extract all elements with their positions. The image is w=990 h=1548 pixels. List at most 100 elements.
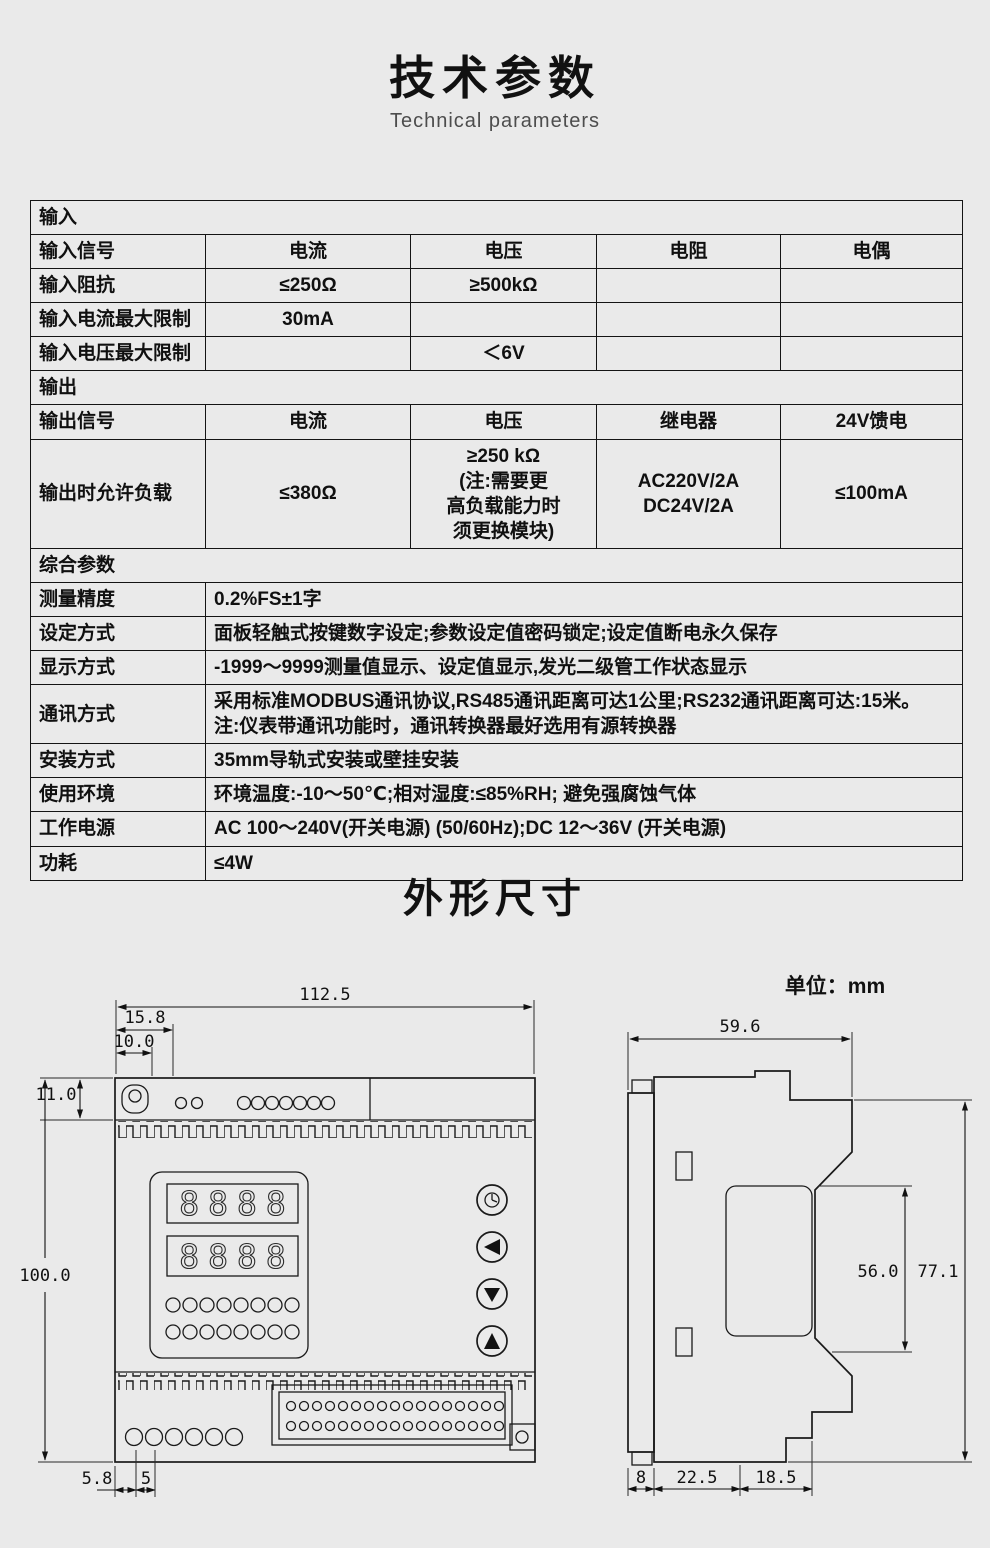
dim-label: 15.8 (125, 1008, 166, 1028)
cell: ≤250Ω (205, 268, 411, 304)
empty-cell (779, 268, 964, 304)
cell: 35mm导轨式安装或壁挂安装 (204, 743, 964, 779)
up-button (476, 1325, 508, 1357)
front-view-drawing: 8888 8888 (19, 985, 536, 1497)
cell: 电偶 (779, 234, 964, 270)
dim-front-15-8: 15.8 (116, 1008, 174, 1076)
bottom-terminal-strip (124, 1384, 536, 1451)
cell: ≤4W (204, 845, 964, 881)
row-label: 工作电源 (30, 811, 206, 847)
button-column (476, 1184, 508, 1357)
seven-segment-display-2 (166, 1235, 299, 1277)
clock-icon (484, 1192, 500, 1208)
dim-front-11-0: 11.0 (36, 1077, 113, 1121)
table-row: 输出信号 电流 电压 继电器 24V馈电 (30, 404, 964, 440)
cell: 采用标准MODBUS通讯协议,RS485通讯距离可达1公里;RS232通讯距离可… (204, 684, 964, 745)
row-label: 测量精度 (30, 581, 206, 618)
dim-label: 5.8 (82, 1469, 113, 1489)
top-terminal-strip (121, 1084, 336, 1114)
led-row-1 (165, 1297, 300, 1313)
row-label: 输入阻抗 (30, 268, 206, 304)
din-rail-slot (725, 1185, 813, 1337)
table-row: 显示方式 -1999～9999测量值显示、设定值显示,发光二级管工作状态显示 (30, 650, 964, 686)
cell: 0.2%FS±1字 (204, 581, 964, 618)
row-label: 输出信号 (30, 404, 206, 440)
table-row: 输出时允许负载 ≤380Ω ≥250 kΩ (注:需要更 高负载能力时 须更换模… (30, 438, 964, 549)
cell: AC 100～240V(开关电源) (50/60Hz);DC 12～36V (开… (204, 811, 964, 847)
row-label: 功耗 (30, 845, 206, 881)
table-row: 测量精度 0.2%FS±1字 (30, 581, 964, 618)
table-row: 输入电压最大限制 ＜6V (30, 336, 964, 372)
table-row: 设定方式 面板轻触式按键数字设定;参数设定值密码锁定;设定值断电永久保存 (30, 616, 964, 652)
cell: 环境温度:-10～50℃;相对湿度:≤85%RH; 避免强腐蚀气体 (204, 777, 964, 813)
section-output: 输出 (29, 370, 964, 406)
cell: 24V馈电 (779, 404, 964, 440)
dim-label: 18.5 (756, 1468, 797, 1488)
empty-cell (596, 336, 781, 372)
cell: 电流 (205, 404, 411, 440)
cell: 电阻 (596, 234, 781, 270)
cell: 30mA (205, 302, 411, 338)
table-row: 工作电源 AC 100～240V(开关电源) (50/60Hz);DC 12～3… (30, 811, 964, 847)
dim-label: 10.0 (114, 1032, 155, 1052)
display-panel: 8888 8888 (149, 1171, 309, 1359)
left-arrow-icon (484, 1239, 500, 1255)
empty-cell (205, 336, 411, 372)
empty-cell (410, 302, 597, 338)
connector-block (271, 1384, 513, 1446)
row-label: 通讯方式 (30, 684, 206, 745)
shift-button (476, 1231, 508, 1263)
heatsink-fins-top (118, 1121, 532, 1138)
cell: ≥500kΩ (410, 268, 597, 304)
row-label: 显示方式 (30, 650, 206, 686)
spec-table: 输入 输入信号 电流 电压 电阻 电偶 输入阻抗 ≤250Ω ≥500kΩ 输入… (29, 199, 964, 881)
table-row: 输入电流最大限制 30mA (30, 302, 964, 338)
set-button (476, 1184, 508, 1216)
empty-cell (779, 336, 964, 372)
table-row: 安装方式 35mm导轨式安装或壁挂安装 (30, 743, 964, 779)
dim-label: 5 (141, 1469, 151, 1489)
cell: ≤100mA (779, 438, 964, 549)
page-subtitle: Technical parameters (389, 110, 601, 132)
row-label: 输入电流最大限制 (30, 302, 206, 338)
led-row-2 (165, 1324, 300, 1340)
dim-label: 59.6 (720, 1017, 761, 1037)
cell: 面板轻触式按键数字设定;参数设定值密码锁定;设定值断电永久保存 (204, 616, 964, 652)
row-label: 输入信号 (30, 234, 206, 270)
dim-side-56: 56.0 (818, 1185, 912, 1353)
display-2-digits: 8888 (179, 1237, 294, 1276)
side-view-drawing: 59.6 56.0 77.1 8 (627, 1017, 972, 1496)
connector-pins-row-1 (285, 1400, 505, 1412)
section-general: 综合参数 (29, 547, 964, 583)
cell: ≤380Ω (205, 438, 411, 549)
cell: AC220V/2A DC24V/2A (596, 438, 781, 549)
display-1-digits: 8888 (179, 1184, 294, 1223)
dim-side-77: 77.1 (788, 1099, 972, 1463)
section-input: 输入 (29, 199, 964, 236)
up-arrow-icon (484, 1333, 500, 1349)
dim-front-height: 100.0 (19, 1079, 113, 1463)
row-label: 输出时允许负载 (30, 438, 206, 549)
dim-label: 77.1 (918, 1262, 959, 1282)
dim-front-10-0: 10.0 (114, 1032, 155, 1076)
down-button (476, 1278, 508, 1310)
page-header: 技术参数 Technical parameters (0, 42, 990, 133)
cell: ＜6V (410, 336, 597, 372)
dimension-drawings: 单位：mm 8888 8888 (19, 974, 972, 1497)
empty-cell (779, 302, 964, 338)
cell: ≥250 kΩ (注:需要更 高负载能力时 须更换模块) (410, 438, 597, 549)
cell: -1999～9999测量值显示、设定值显示,发光二级管工作状态显示 (204, 650, 964, 686)
table-row: 输入信号 电流 电压 电阻 电偶 (30, 234, 964, 270)
dim-side-width: 59.6 (627, 1017, 853, 1097)
dim-front-5-8-and-5: 5.8 5 (82, 1450, 156, 1497)
front-panel-edge (627, 1092, 655, 1453)
dim-label: 100.0 (19, 1266, 70, 1286)
dim-side-bottom: 8 22.5 18.5 (627, 1441, 813, 1496)
dim-label: 112.5 (299, 985, 350, 1005)
seven-segment-display-1 (166, 1183, 299, 1224)
down-arrow-icon (484, 1288, 500, 1302)
heatsink-fins-bottom (118, 1373, 532, 1390)
dim-label: 11.0 (36, 1085, 77, 1105)
row-label: 使用环境 (30, 777, 206, 813)
